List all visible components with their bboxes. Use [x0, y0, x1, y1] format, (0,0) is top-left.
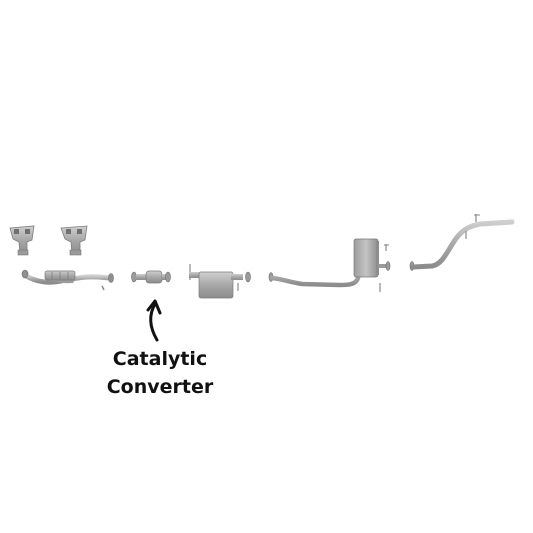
curved-up-arrow-icon	[146, 299, 162, 342]
exhaust-manifold-right	[60, 225, 88, 256]
front-y-pipe	[21, 269, 114, 291]
rear-muffler	[353, 238, 391, 292]
label-line-2: Converter	[106, 376, 214, 398]
catalytic-converter	[131, 270, 171, 284]
catalytic-converter-label: Catalytic Converter	[80, 345, 240, 401]
exhaust-manifold-left	[9, 225, 35, 256]
tail-pipe	[409, 214, 515, 271]
resonator	[189, 264, 251, 299]
intermediate-pipe	[268, 265, 363, 288]
label-line-1: Catalytic	[112, 348, 208, 370]
